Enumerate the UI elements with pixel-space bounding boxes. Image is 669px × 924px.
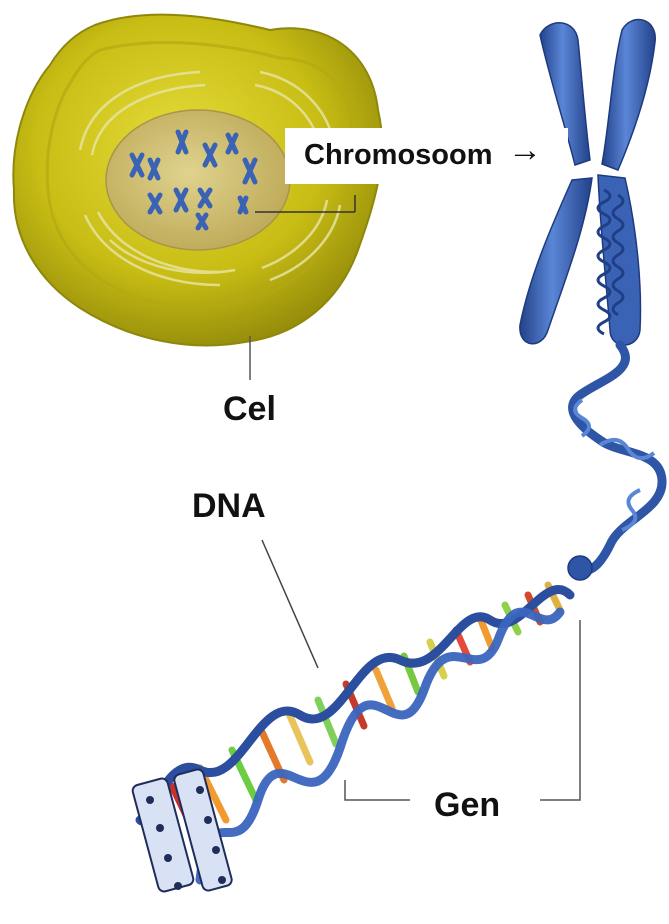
chromatin-end-knot [568, 556, 592, 580]
gene-label: Gen [434, 786, 500, 825]
dna-helix-illustration [131, 540, 570, 893]
dna-backbone-b [200, 612, 560, 880]
gene-bracket-left [345, 780, 410, 800]
cell-illustration [13, 15, 382, 380]
dna-label: DNA [192, 487, 266, 526]
gene-bracket [540, 620, 580, 800]
chromosome-left-arm-bottom [520, 178, 592, 344]
dna-leader-line [262, 540, 318, 668]
cell-label: Cel [223, 390, 276, 429]
chromosome-label: Chromosoom [304, 139, 493, 172]
dna-lattice [131, 768, 233, 893]
chromosome-right-arm-top [602, 20, 655, 170]
chromosome-arrow-icon: → [508, 131, 542, 170]
